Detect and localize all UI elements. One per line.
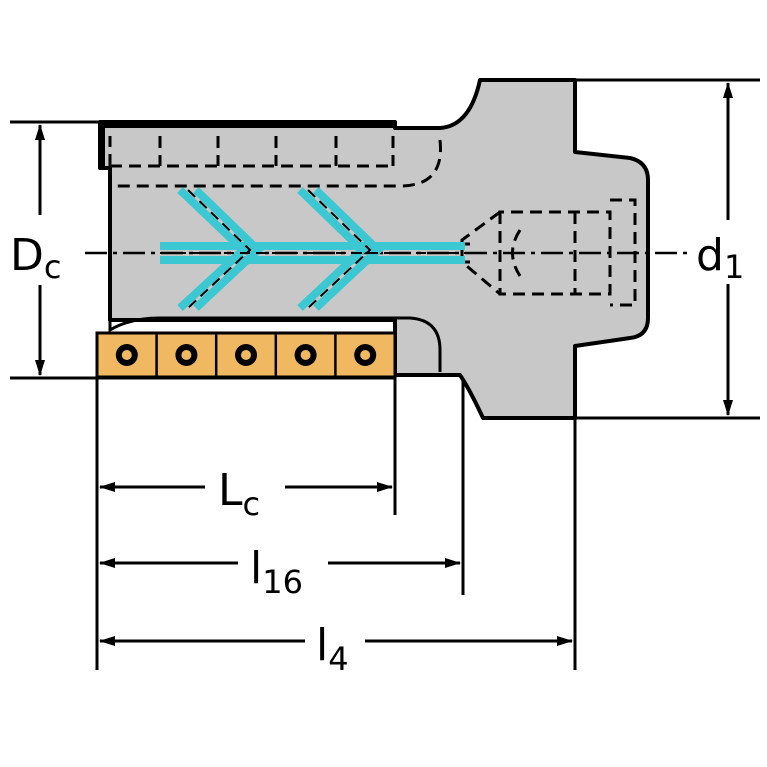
insert-screw-hole	[121, 350, 132, 360]
insert-screw-hole	[181, 350, 192, 360]
l4-label: l4	[316, 620, 349, 678]
dc-label: Dc	[10, 230, 61, 286]
hidden-pockets	[108, 136, 442, 188]
body-lower	[108, 168, 442, 372]
lc-label: Lc	[218, 465, 260, 523]
insert-screw-hole	[300, 350, 311, 360]
coolant-dashes	[160, 189, 465, 309]
d1-label: d1	[696, 230, 744, 286]
insert-screw-hole	[241, 350, 251, 360]
insert-row	[95, 331, 397, 379]
insert-screw-hole	[360, 350, 371, 360]
coolant-channels	[160, 187, 465, 311]
extension-lines	[10, 78, 760, 670]
l16-label: l16	[250, 543, 303, 601]
